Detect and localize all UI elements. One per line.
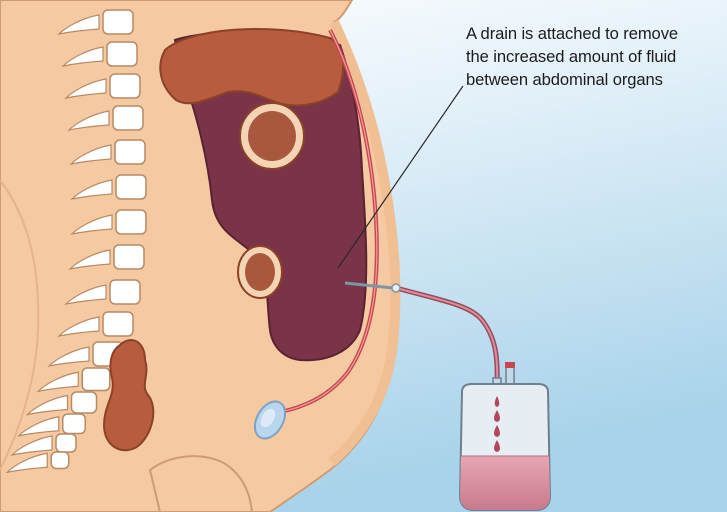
- spine-vertebra-icon: [110, 280, 140, 304]
- spine-vertebra-icon: [72, 392, 97, 413]
- spine-vertebra-icon: [82, 368, 110, 391]
- spine-vertebra-icon: [63, 414, 86, 434]
- spine-vertebra-icon: [56, 434, 76, 452]
- spine-vertebra-icon: [51, 452, 69, 469]
- annotation-line-1: A drain is attached to remove: [466, 22, 726, 45]
- spine-vertebra-icon: [115, 140, 145, 164]
- kidney-lower-core: [245, 253, 275, 291]
- spine-vertebra-icon: [103, 10, 133, 34]
- spine-vertebra-icon: [107, 42, 137, 66]
- spine-vertebra-icon: [114, 245, 144, 269]
- kidney-upper-core: [248, 111, 296, 161]
- spine-vertebra-icon: [113, 106, 143, 130]
- drainage-bag-icon: [460, 362, 550, 510]
- spine-vertebra-icon: [116, 210, 146, 234]
- annotation-line-3: between abdominal organs: [466, 68, 726, 91]
- spine-vertebra-icon: [116, 175, 146, 199]
- liver: [160, 29, 343, 106]
- drain-connector: [392, 284, 400, 292]
- annotation-line-2: the increased amount of fluid: [466, 45, 726, 68]
- annotation-text: A drain is attached to remove the increa…: [466, 22, 726, 91]
- spine-vertebra-icon: [103, 312, 133, 336]
- spine-vertebra-icon: [110, 74, 140, 98]
